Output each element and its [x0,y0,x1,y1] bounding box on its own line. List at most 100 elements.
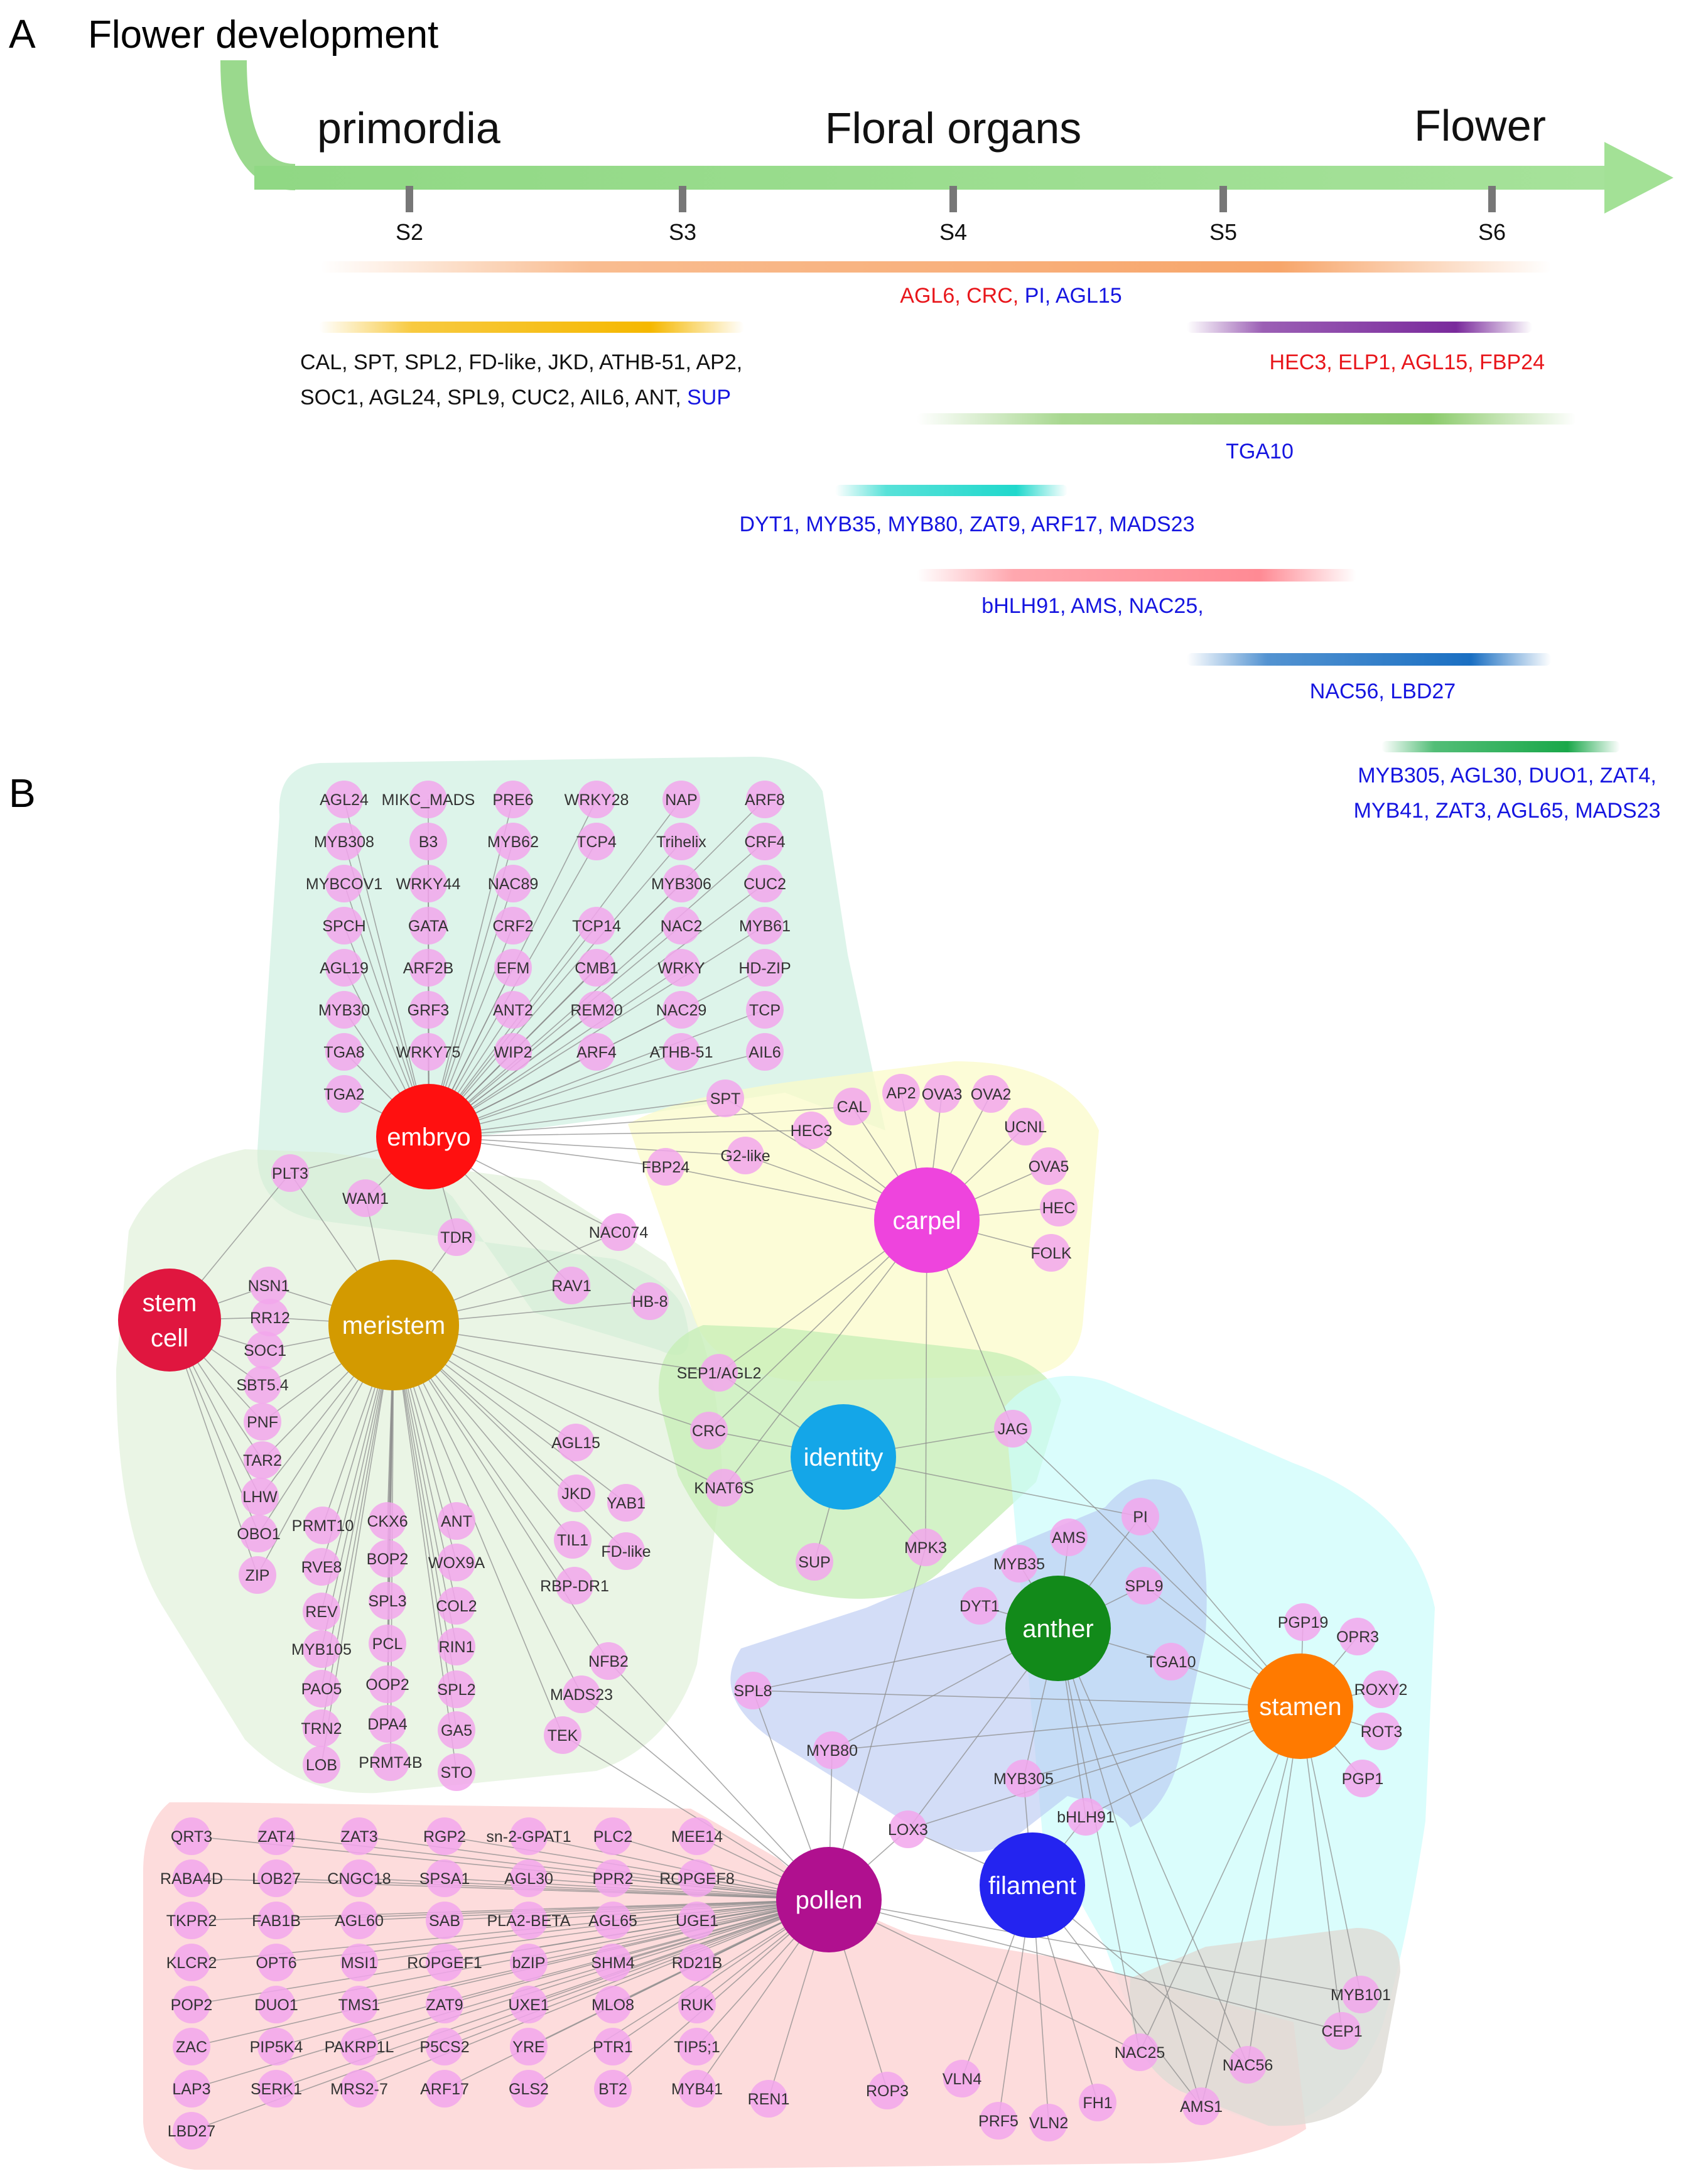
gene-node-label: TRN2 [301,1720,342,1738]
edge-gls2-pollen [528,1899,830,2089]
gene-node-label: YRE [512,2038,544,2056]
gene-node-label: ZIP [246,1567,270,1584]
gene-node-efm: EFM [494,949,532,987]
gene-node-label: WRKY28 [565,791,629,809]
gene-node-circle [678,2070,716,2108]
gene-node-circle [557,1424,595,1461]
gene-node-label: MYB35 [993,1556,1045,1573]
gene-node-label: TDR [440,1229,472,1247]
gene-node-ropgef8: ROPGEF8 [659,1859,735,1897]
gene-node-circle [662,823,700,860]
gene-node-label: NAC56 [1223,2057,1273,2074]
gene-node-ams1: AMS1 [1180,2087,1223,2125]
gene-node-label: CAL [837,1098,868,1116]
gene-node-ucnl: UCNL [1004,1108,1047,1145]
gene-node-label: SPL8 [733,1682,772,1700]
gene-node-circle [510,1859,548,1897]
gene-node-label: MLO8 [592,1996,634,2014]
gene-node-spch: SPCH [322,907,366,944]
gene-node-circle [173,2028,210,2065]
gene-node-rot3: ROT3 [1361,1713,1402,1750]
gene-node-grf3: GRF3 [408,991,449,1029]
gene-node-label: P5CS2 [419,2038,469,2056]
gene-node-label: CRC [692,1422,726,1440]
hub-label-line: cell [151,1324,188,1352]
gene-node-circle [510,1817,548,1855]
gene-node-label: PLT3 [272,1165,308,1183]
gene-node-circle [251,1299,289,1336]
hub-node-embryo: embryo [376,1084,482,1189]
gene-node-circle [173,1944,210,1981]
gene-node-circle [494,781,532,818]
gene-node-circle [438,1502,475,1540]
hub-node-circle [118,1269,221,1372]
gene-node-label: TIL1 [557,1532,588,1549]
gene-node-b3: B3 [409,823,447,860]
gene-node-circle [1152,1643,1190,1680]
gene-node-mads23: MADS23 [550,1675,613,1713]
gene-text-segment: AGL6, CRC, [900,284,1024,308]
gene-node-label: MADS23 [550,1686,613,1704]
gene-node-label: RUK [681,1996,714,2014]
development-arrow-stem [220,60,296,190]
gene-node-ova3: OVA3 [922,1075,962,1113]
gene-node-bop2: BOP2 [367,1540,408,1578]
hub-node-filament: filament [980,1832,1085,1938]
gene-node-circle [662,781,700,818]
gene-node-label: NAC25 [1115,2044,1165,2062]
gene-node-circle [594,2070,632,2108]
gene-node-spt: SPT [706,1080,744,1117]
gene-node-circle [678,1817,716,1855]
gene-node-circle [734,1672,772,1709]
edge-ams1-stamen [1201,1706,1301,2107]
gene-node-label: PAKRP1L [325,2038,394,2056]
edge-spl8-stamen [752,1690,1301,1707]
gene-node-sep1-agl2: SEP1/AGL2 [677,1354,761,1392]
gene-node-circle [257,2070,295,2108]
gene-node-label: WRKY [658,960,705,977]
gene-node-label: MYB80 [806,1742,858,1760]
gene-node-pgp1: PGP1 [1342,1760,1383,1797]
gene-node-shm4: SHM4 [591,1944,635,1981]
gene-node-label: REV [305,1603,338,1621]
gene-text-segment: NAC56, LBD27 [1310,679,1456,703]
gene-node-label: PTR1 [593,2038,633,2056]
gene-node-circle [325,907,363,944]
gene-node-label: OVA2 [971,1086,1012,1103]
gene-node-label: ANT [441,1513,472,1530]
expression-bar-7 [1187,653,1551,666]
gene-node-wrky75: WRKY75 [396,1033,460,1071]
gene-node-label: MYB306 [651,875,711,893]
gene-node-circle [882,1074,920,1112]
gene-node-label: DYT1 [959,1598,1000,1615]
gene-node-circle [340,2070,378,2108]
gene-node-label: AGL15 [551,1434,600,1452]
gene-node-circle [678,1902,716,1939]
gene-text-segment: SOC1, AGL24, SPL9, CUC2, AIL6, ANT, [300,386,687,409]
gene-text-segment: TGA10 [1226,440,1294,463]
gene-group-1-line-1: AGL6, CRC, PI, AGL15 [900,284,1122,308]
gene-node-circle [409,865,447,902]
gene-node-label: ZAC [176,2038,207,2056]
gene-node-arf2b: ARF2B [403,949,453,987]
gene-node-klcr2: KLCR2 [166,1944,217,1981]
gene-node-circle [553,1267,590,1304]
hub-node-circle [328,1260,459,1390]
gene-node-fbp24: FBP24 [642,1148,689,1186]
gene-node-circle [1032,1234,1070,1272]
gene-node-circle [409,991,447,1029]
gene-node-circle [510,2070,548,2108]
gene-node-mlo8: MLO8 [592,1986,634,2023]
gene-node-circle [594,1817,632,1855]
gene-node-circle [1005,1760,1042,1797]
gene-node-label: SPT [710,1090,741,1108]
gene-node-lob: LOB [303,1746,340,1783]
gene-node-circle [325,1075,363,1113]
tick-label-s4: S4 [939,219,967,245]
gene-node-circle [813,1731,851,1769]
gene-node-circle [705,1469,743,1507]
gene-node-label: CKX6 [367,1513,408,1530]
gene-node-spl3: SPL3 [368,1582,407,1620]
gene-node-label: HEC3 [791,1122,833,1140]
